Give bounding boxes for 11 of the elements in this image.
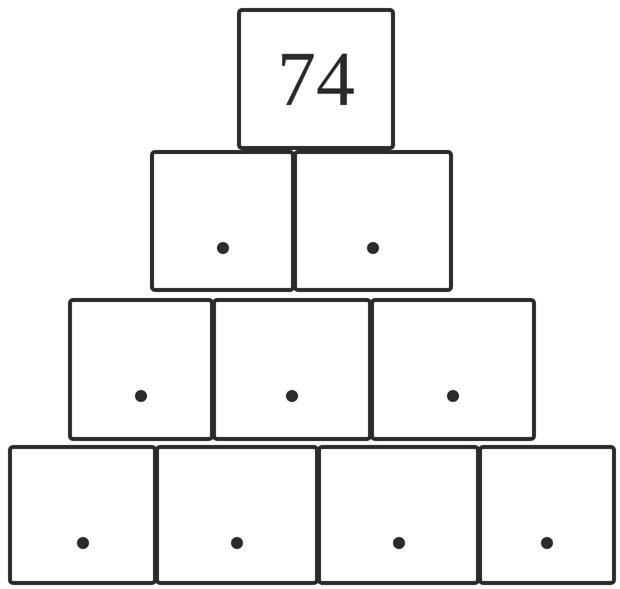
block-number: 74 bbox=[277, 40, 355, 118]
pyramid-block bbox=[212, 298, 372, 441]
pyramid-block bbox=[68, 298, 214, 441]
pyramid-block bbox=[237, 8, 395, 150]
pyramid-block bbox=[8, 445, 157, 585]
pyramid-block bbox=[317, 445, 480, 585]
pyramid-block bbox=[150, 150, 295, 292]
pyramid-block bbox=[370, 298, 536, 441]
pyramid-block bbox=[293, 150, 453, 292]
pyramid-block bbox=[478, 445, 616, 585]
pyramid-block bbox=[155, 445, 319, 585]
